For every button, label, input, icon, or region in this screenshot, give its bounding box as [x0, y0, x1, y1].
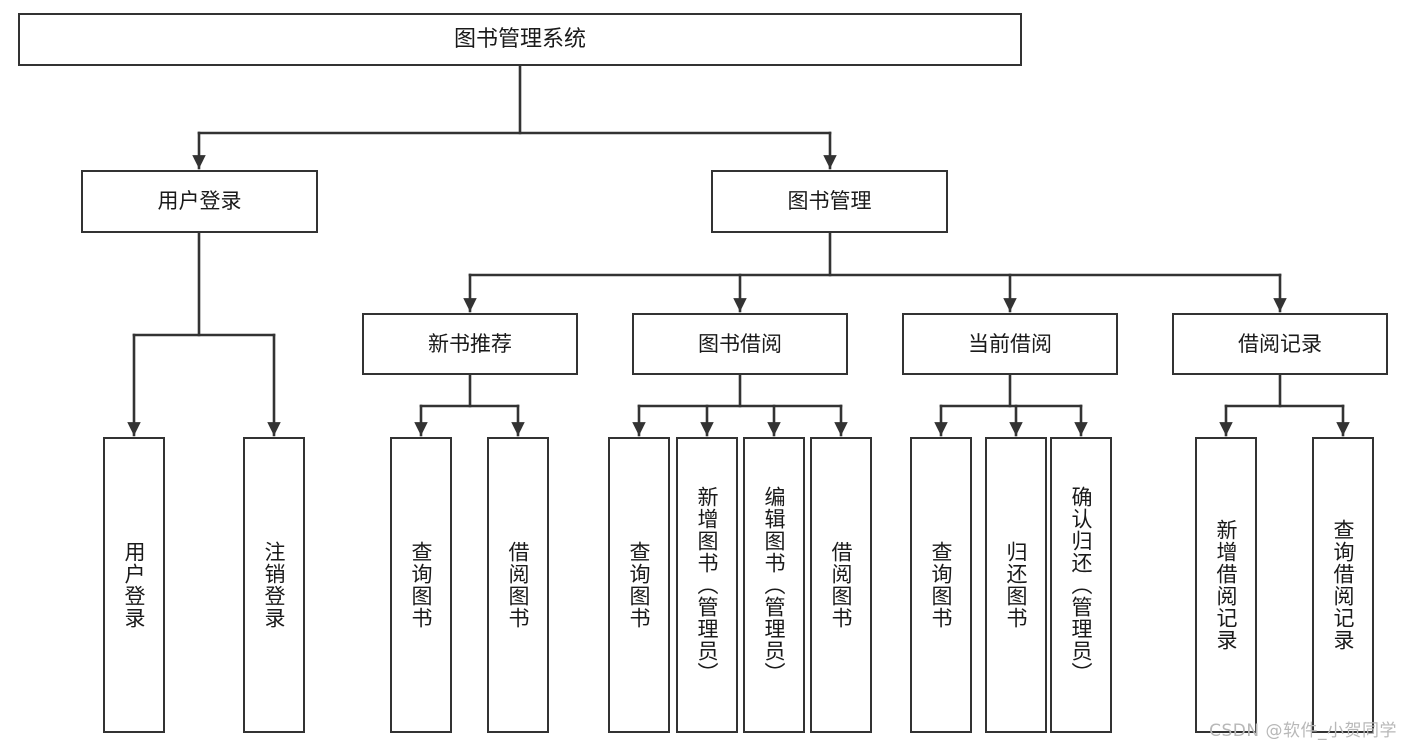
leaf-current-borrow-return-books[interactable]: 归还图书 [985, 437, 1047, 733]
leaf-current-borrow-query-books[interactable]: 查询图书 [910, 437, 972, 733]
leaf-book-borrow-borrow-books[interactable]: 借阅图书 [810, 437, 872, 733]
node-root-book-management-system[interactable]: 图书管理系统 [18, 13, 1022, 66]
node-label: 归还图书 [1004, 541, 1029, 629]
node-label: 借阅图书 [829, 541, 854, 629]
node-label: 确认归还（管理员） [1069, 486, 1094, 684]
node-user-login[interactable]: 用户登录 [81, 170, 318, 233]
node-label: 用户登录 [122, 541, 147, 629]
leaf-current-borrow-confirm-return-admin[interactable]: 确认归还（管理员） [1050, 437, 1112, 733]
node-label: 图书管理系统 [453, 26, 586, 52]
node-label: 查询图书 [409, 541, 434, 629]
leaf-book-borrow-edit-book-admin[interactable]: 编辑图书（管理员） [743, 437, 805, 733]
node-label: 图书管理 [787, 189, 872, 214]
node-label: 用户登录 [157, 189, 242, 214]
csdn-watermark: CSDN @软件_小贺同学 [1209, 721, 1397, 741]
node-label: 图书借阅 [698, 331, 782, 356]
leaf-user-login-login[interactable]: 用户登录 [103, 437, 165, 733]
node-label: 新增借阅记录 [1214, 519, 1239, 651]
leaf-user-login-logout[interactable]: 注销登录 [243, 437, 305, 733]
node-label: 新书推荐 [428, 331, 512, 356]
node-label: 查询图书 [929, 541, 954, 629]
node-label: 借阅图书 [506, 541, 531, 629]
leaf-book-borrow-add-book-admin[interactable]: 新增图书（管理员） [676, 437, 738, 733]
node-borrow-records[interactable]: 借阅记录 [1172, 313, 1388, 375]
node-label: 注销登录 [262, 541, 287, 629]
node-book-management[interactable]: 图书管理 [711, 170, 948, 233]
leaf-new-book-borrow-books[interactable]: 借阅图书 [487, 437, 549, 733]
node-label: 借阅记录 [1238, 331, 1322, 356]
node-label: 当前借阅 [968, 331, 1052, 356]
leaf-borrow-records-add-record[interactable]: 新增借阅记录 [1195, 437, 1257, 733]
node-label: 查询图书 [627, 541, 652, 629]
node-label: 查询借阅记录 [1331, 519, 1356, 651]
node-label: 新增图书（管理员） [695, 486, 720, 684]
node-current-borrow[interactable]: 当前借阅 [902, 313, 1118, 375]
leaf-new-book-query-books[interactable]: 查询图书 [390, 437, 452, 733]
node-new-book-recommendation[interactable]: 新书推荐 [362, 313, 578, 375]
node-book-borrow[interactable]: 图书借阅 [632, 313, 848, 375]
leaf-book-borrow-query-books[interactable]: 查询图书 [608, 437, 670, 733]
node-label: 编辑图书（管理员） [762, 486, 787, 684]
leaf-borrow-records-query-record[interactable]: 查询借阅记录 [1312, 437, 1374, 733]
